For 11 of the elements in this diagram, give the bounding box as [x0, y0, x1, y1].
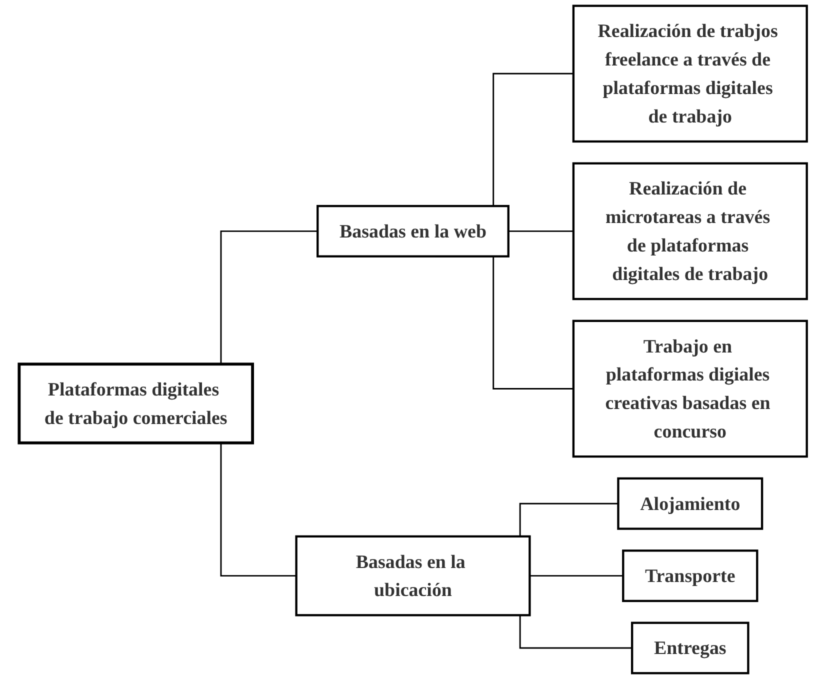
node-box: Plataformas digitales de trabajo comerciales [18, 362, 254, 444]
node-box: Basadas en la ubicación [295, 535, 531, 616]
node-box: Basadas en la web [316, 204, 510, 258]
connector [530, 575, 624, 577]
connector [508, 230, 574, 232]
node-box: Trabajo en plataformas digiales creativas basadas en concurso [572, 320, 808, 458]
node-box: Entregas [631, 622, 750, 674]
node-box: Transporte [622, 550, 758, 602]
node-box: Alojamiento [617, 477, 764, 530]
node-box: Realización de microtareas a través de plataformas digitales de trabajo [572, 162, 808, 300]
node-box: Realización de trabjos freelance a través de plataformas digitales de trabajo [572, 4, 808, 143]
